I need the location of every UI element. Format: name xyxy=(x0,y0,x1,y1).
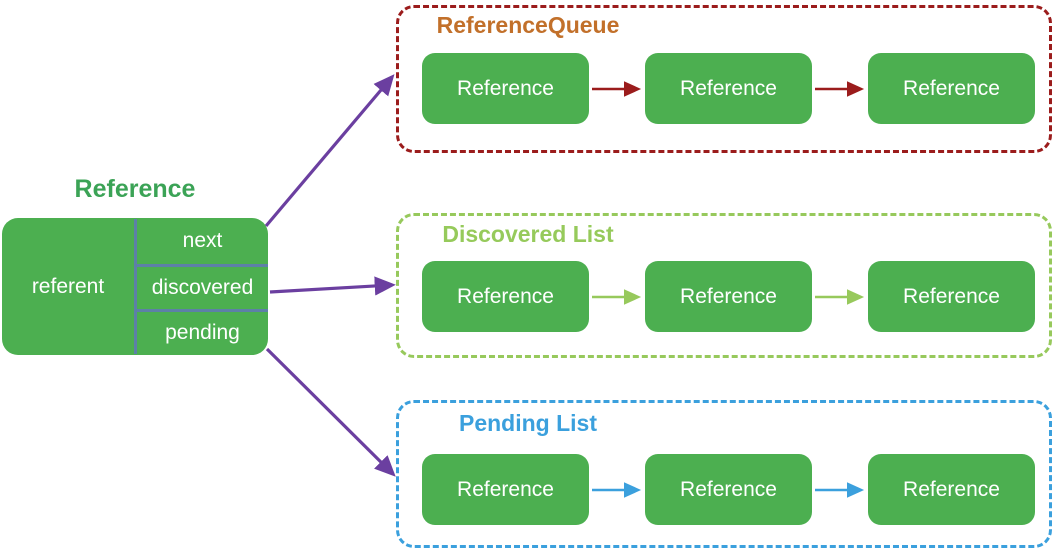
struct-field-column: next discovered pending xyxy=(137,218,268,355)
group-title-pending-list: Pending List xyxy=(459,410,597,436)
reference-struct-box[interactable]: referent next discovered pending xyxy=(2,218,268,355)
queue-node-0[interactable]: Reference xyxy=(422,53,589,124)
discovered-node-0[interactable]: Reference xyxy=(422,261,589,332)
group-pending-list xyxy=(396,400,1052,548)
struct-field-next: next xyxy=(182,228,223,252)
struct-field-pending: pending xyxy=(137,309,268,355)
queue-node-2[interactable]: Reference xyxy=(868,53,1035,124)
discovered-node-1[interactable]: Reference xyxy=(645,261,812,332)
struct-field-discovered: discovered xyxy=(137,263,268,310)
group-title-discovered-list: Discovered List xyxy=(442,221,614,247)
queue-node-1[interactable]: Reference xyxy=(645,53,812,124)
struct-title: Reference xyxy=(74,175,196,203)
group-title-reference-queue: ReferenceQueue xyxy=(436,12,620,38)
pending-node-0[interactable]: Reference xyxy=(422,454,589,525)
pending-node-2[interactable]: Reference xyxy=(868,454,1035,525)
pending-node-1[interactable]: Reference xyxy=(645,454,812,525)
struct-vertical-divider xyxy=(134,219,137,354)
group-reference-queue xyxy=(396,5,1052,153)
discovered-node-2[interactable]: Reference xyxy=(868,261,1035,332)
group-discovered-list xyxy=(396,213,1052,358)
struct-referent-cell: referent xyxy=(31,274,105,298)
